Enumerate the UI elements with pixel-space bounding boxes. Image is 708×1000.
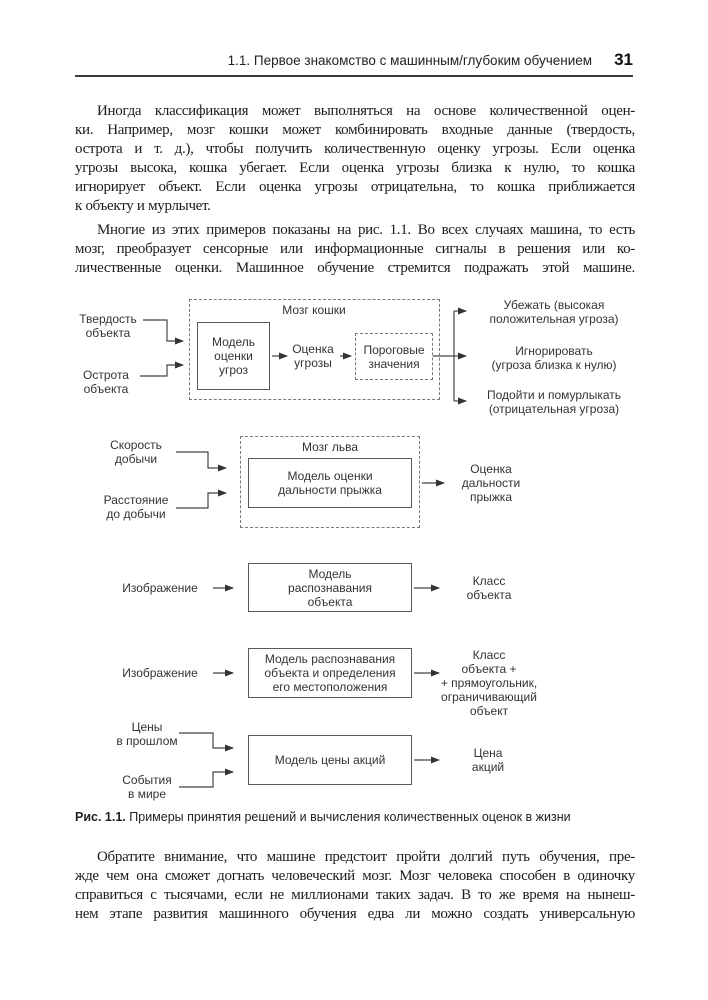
text-line: справиться с тысячами, если не миллионам… [75, 887, 635, 903]
cat-brain-title: Мозг кошки [282, 303, 346, 317]
localization-output-label: Класс объекта + + прямоугольник, огранич… [440, 648, 538, 718]
cat-input-hardness-label: Твердость объекта [79, 312, 137, 340]
lion-input-distance-label: Расстояние до добычи [103, 493, 169, 521]
stock-model-box: Модель цены акций [248, 735, 412, 785]
text-line: игнорирует объект. Если оценка угрозы от… [75, 179, 635, 195]
threat-model-box: Модель оценки угроз [197, 322, 270, 390]
figure-caption-text: Примеры принятия решений и вычисления ко… [125, 810, 571, 824]
cat-input-sharpness-label: Острота объекта [83, 368, 129, 396]
cat-output-flee-label: Убежать (высокая положительная угроза) [489, 298, 619, 326]
text-line: угрозы высока, кошка убегает. Если оценк… [75, 160, 635, 176]
page-number: 31 [614, 50, 633, 69]
recognition-model-box: Модель распознавания объекта [248, 563, 412, 612]
text-line: ки. Например, мозг кошки может комбиниро… [75, 122, 635, 138]
stock-output-label: Цена акций [471, 746, 505, 774]
text-line: жде чем она сможет догнать человеческий … [75, 868, 635, 884]
stock-input-prices-label: Цены в прошлом [116, 720, 178, 748]
chapter-title: 1.1. Первое знакомство с машинным/глубок… [227, 53, 593, 68]
paragraph-2: Многие из этих примеров показаны на рис.… [75, 221, 635, 278]
text-line: Обратите внимание, что машине предстоит … [97, 849, 635, 865]
recognition-input-label: Изображение [122, 581, 198, 595]
page-header: 1.1. Первое знакомство с машинным/глубок… [75, 50, 633, 70]
text-line: острота и т. д.), чтобы получить количес… [75, 141, 635, 157]
lion-input-speed-label: Скорость добычи [110, 438, 162, 466]
lion-brain-group-box [240, 436, 420, 528]
threat-score-label: Оценка угрозы [292, 342, 334, 370]
text-line: личественные оценки. Машинное обучение с… [75, 260, 635, 276]
text-line: Многие из этих примеров показаны на рис.… [97, 222, 635, 238]
header-rule [75, 75, 633, 77]
text-line: Иногда классификация может выполняться н… [97, 103, 635, 119]
jump-model-box: Модель оценки дальности прыжка [248, 458, 412, 508]
cat-output-approach-label: Подойти и помурлыкать (отрицательная угр… [487, 388, 621, 416]
localization-input-label: Изображение [122, 666, 198, 680]
stock-input-events-label: События в мире [122, 773, 172, 801]
text-line: к объекту и мурлычет. [75, 198, 211, 214]
lion-brain-title: Мозг льва [301, 440, 359, 454]
paragraph-3: Обратите внимание, что машине предстоит … [75, 848, 635, 924]
text-line: мозг, преобразует сенсорные или информац… [75, 241, 635, 257]
figure-1-1: Мозг кошки Твердость объекта Острота объ… [0, 290, 708, 805]
figure-caption-number: Рис. 1.1. [75, 810, 126, 824]
threshold-box: Пороговые значения [355, 333, 433, 380]
cat-brain-group-box [189, 299, 440, 400]
paragraph-1: Иногда классификация может выполняться н… [75, 102, 635, 216]
lion-output-label: Оценка дальности прыжка [461, 462, 521, 504]
text-line: нем этапе развития машинного обучения ед… [75, 906, 635, 922]
localization-model-box: Модель распознавания объекта и определен… [248, 648, 412, 698]
recognition-output-label: Класс объекта [466, 574, 512, 602]
cat-output-ignore-label: Игнорировать (угроза близка к нулю) [491, 344, 617, 372]
figure-caption: Рис. 1.1. Примеры принятия решений и выч… [75, 810, 635, 824]
